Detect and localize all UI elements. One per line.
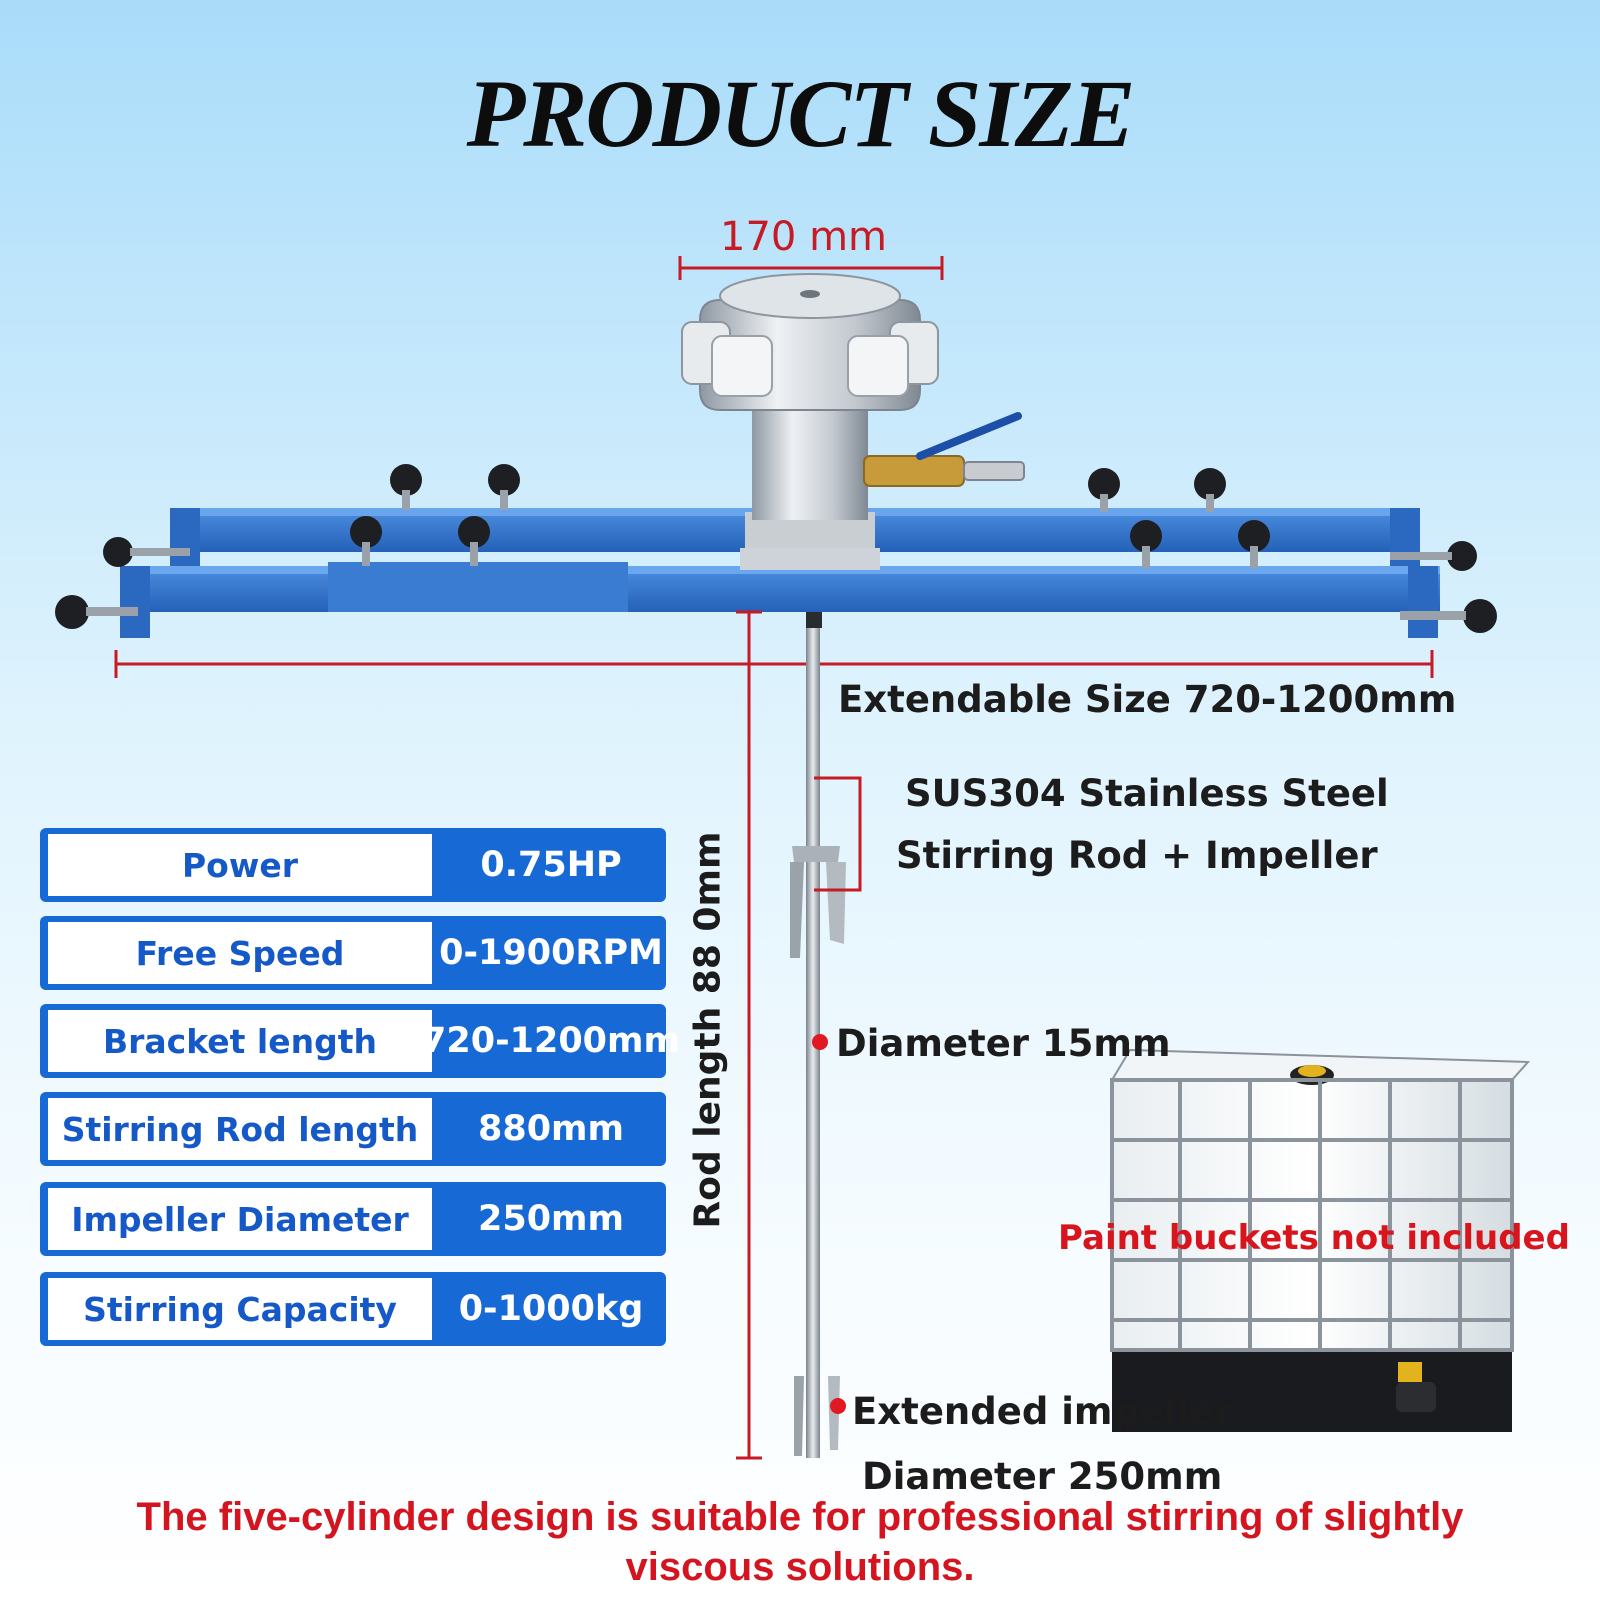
rod-material-label-line1: SUS304 Stainless Steel [905, 772, 1389, 815]
spec-key: Impeller Diameter [48, 1188, 432, 1250]
spec-key: Bracket length [48, 1010, 432, 1072]
top-width-label: 170 mm [720, 214, 887, 260]
spec-value: 0-1000kg [458, 1289, 644, 1329]
diameter-marker-dot [812, 1034, 828, 1050]
spec-row-free-speed: Free Speed 0-1900RPM [40, 916, 666, 990]
spec-value: 0.75HP [480, 845, 622, 885]
impeller-label-line1: Extended impeller [852, 1390, 1233, 1433]
extendable-dimension-line [114, 650, 1434, 678]
rod-length-dimension-line [736, 610, 762, 1460]
spec-value: 250mm [478, 1199, 624, 1239]
spec-key: Stirring Capacity [48, 1278, 432, 1340]
top-width-dimension-line [678, 256, 944, 280]
spec-row-bracket-length: Bracket length 720-1200mm [40, 1004, 680, 1078]
clamp-knobs [55, 464, 1497, 633]
spec-key: Power [48, 834, 432, 896]
ibc-tank [1110, 1048, 1531, 1432]
rod-material-bracket [814, 776, 862, 892]
rod-material-label-line2: Stirring Rod + Impeller [896, 834, 1378, 877]
bucket-note: Paint buckets not included [1058, 1218, 1570, 1258]
spec-row-impeller-diameter: Impeller Diameter 250mm [40, 1182, 666, 1256]
impeller-label-line2: Diameter 250mm [862, 1455, 1223, 1498]
rod-length-label: Rod length 88 0mm [687, 831, 729, 1229]
spec-row-rod-length: Stirring Rod length 880mm [40, 1092, 666, 1166]
spec-value: 880mm [478, 1109, 624, 1149]
front-bracket-bar [120, 548, 1440, 638]
spec-key: Free Speed [48, 922, 432, 984]
footer-description: The five-cylinder design is suitable for… [136, 1495, 1464, 1589]
spec-key: Stirring Rod length [48, 1098, 432, 1160]
spec-row-power: Power 0.75HP [40, 828, 666, 902]
rod-diameter-label: Diameter 15mm [836, 1022, 1171, 1065]
impeller-marker-dot [830, 1398, 846, 1414]
spec-value: 0-1900RPM [439, 933, 663, 973]
page-title: PRODUCT SIZE [466, 60, 1136, 167]
spec-value: 720-1200mm [422, 1021, 680, 1061]
spec-row-stirring-capacity: Stirring Capacity 0-1000kg [40, 1272, 666, 1346]
air-motor [681, 273, 1025, 572]
extendable-size-label: Extendable Size 720-1200mm [838, 678, 1457, 721]
